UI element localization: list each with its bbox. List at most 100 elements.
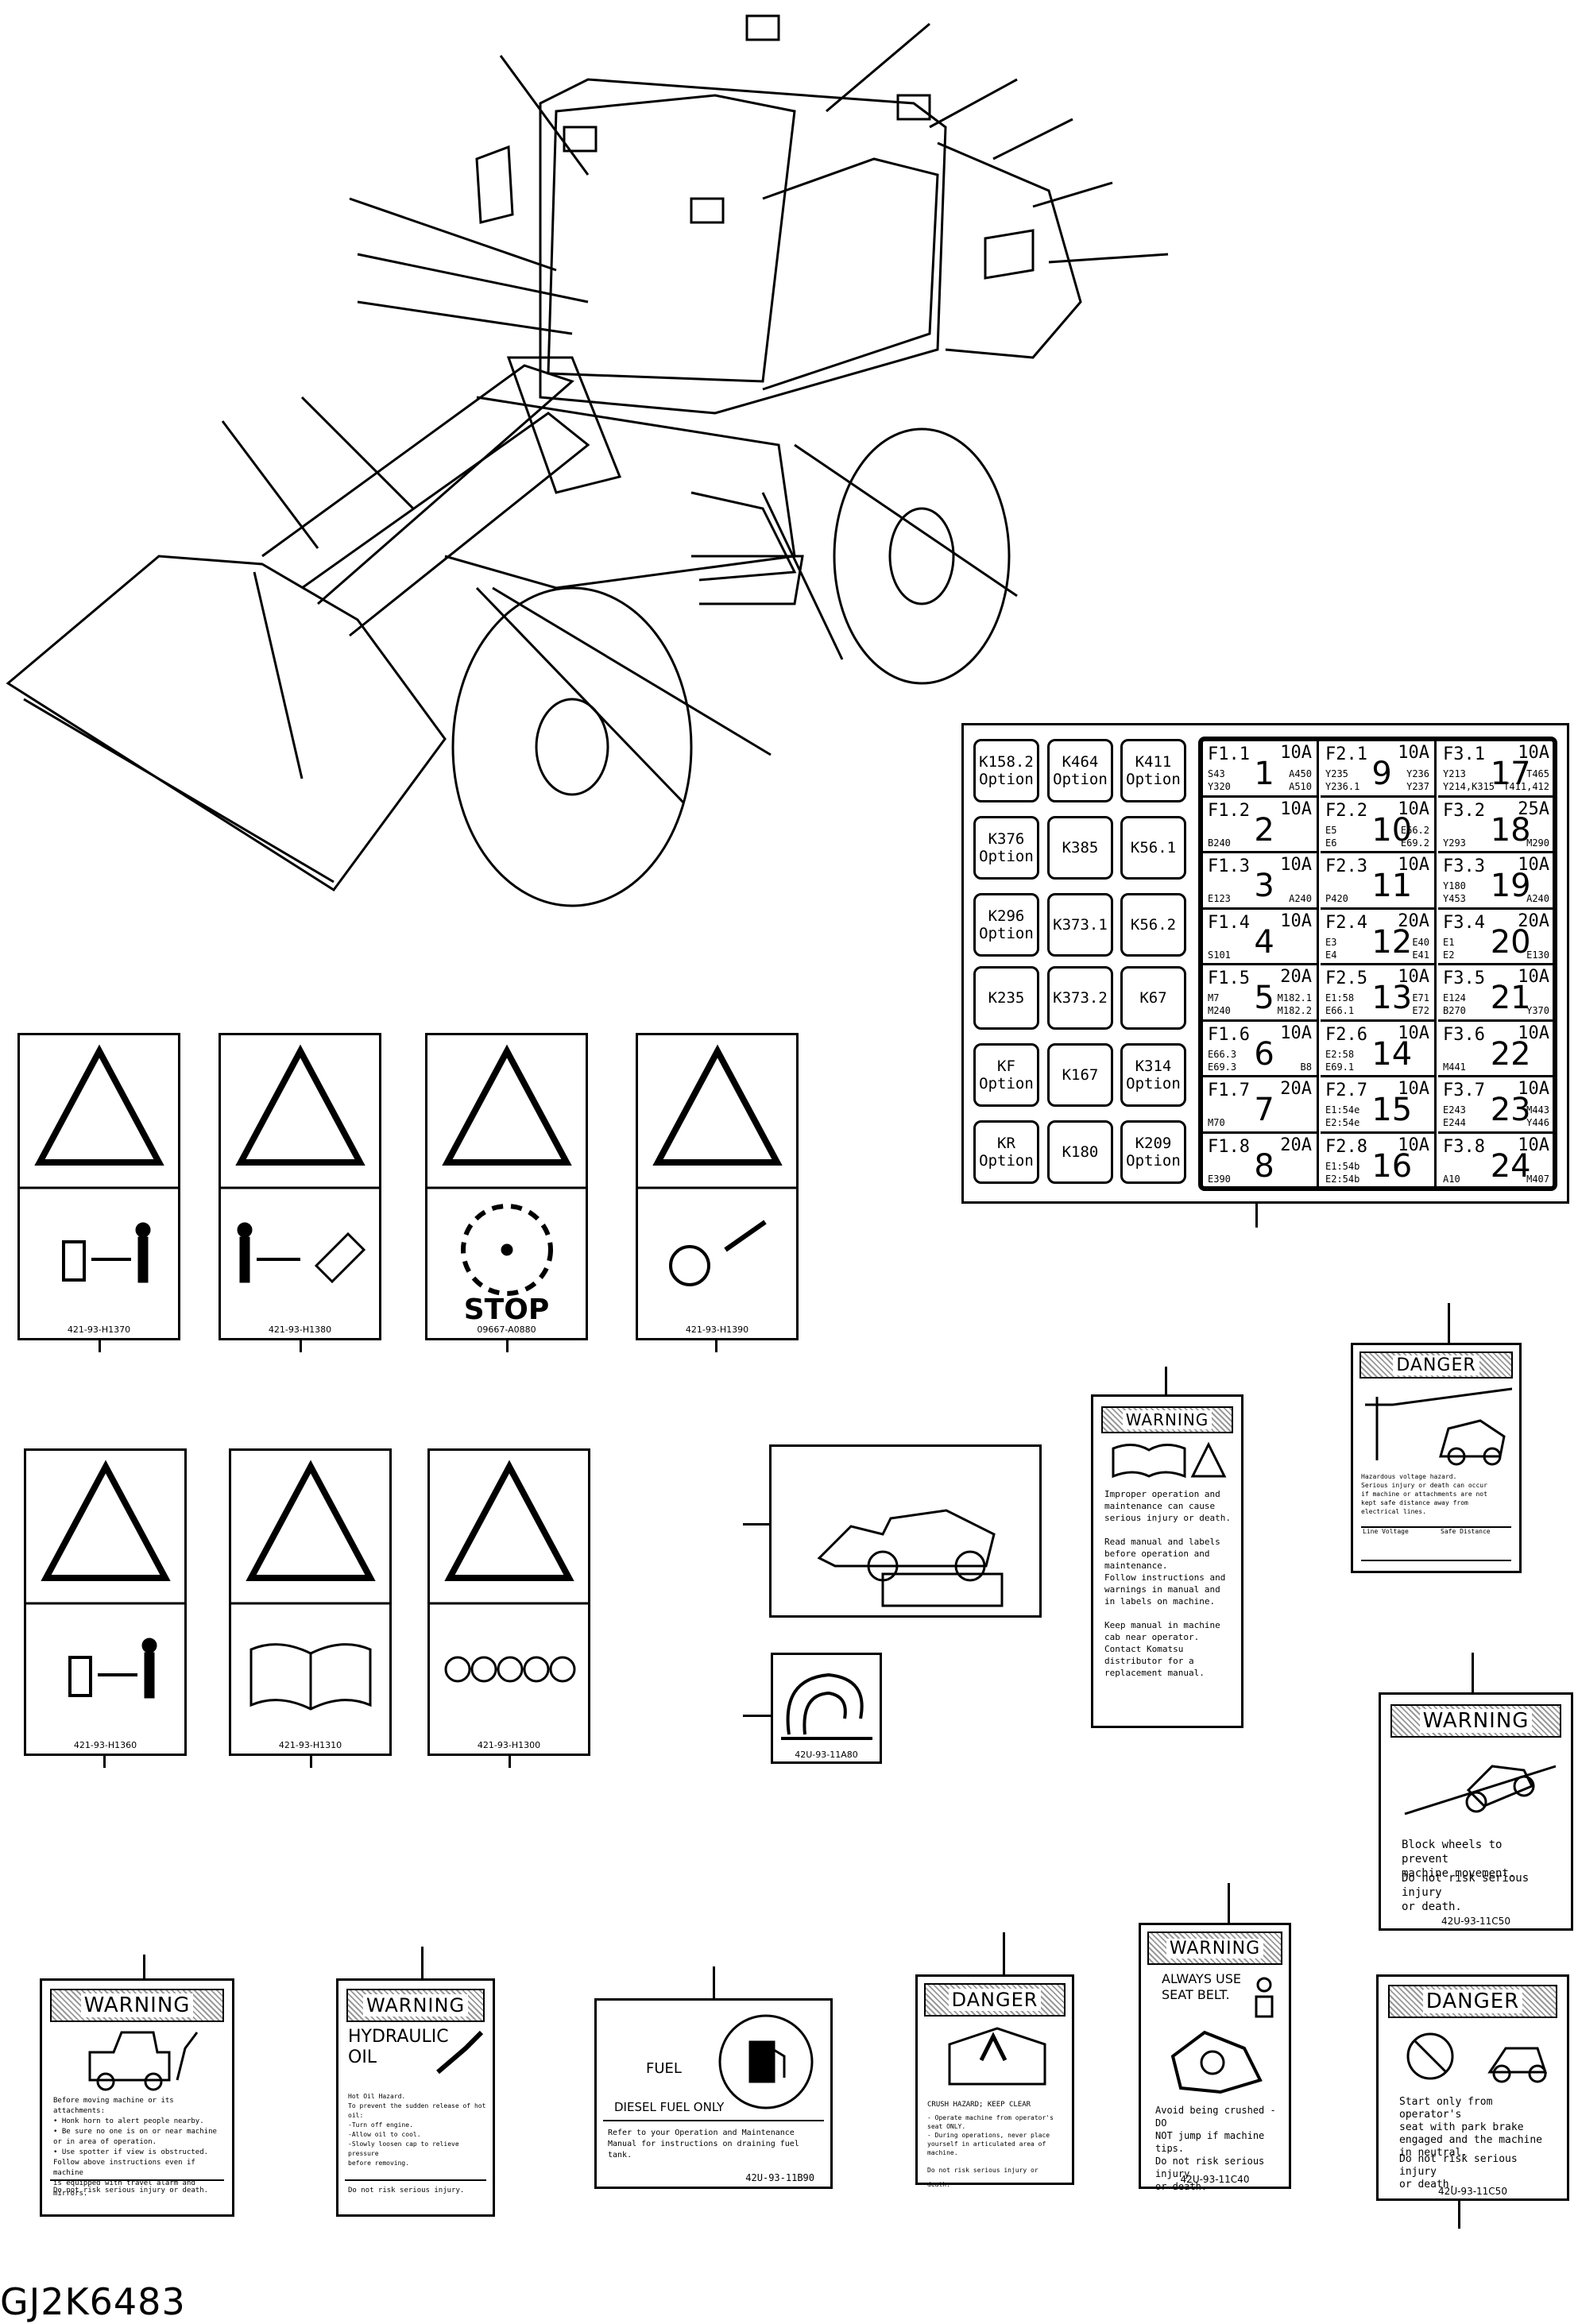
fuse-l1: E1:54b (1325, 1160, 1360, 1172)
fuse-l2: B240 (1208, 837, 1231, 849)
fuse-num: 6 (1254, 1035, 1274, 1073)
relay-cell: KF Option (973, 1043, 1039, 1107)
machine-icon (88, 2031, 171, 2082)
danger-crush-title: CRUSH HAZARD; KEEP CLEAR (927, 2101, 1031, 2109)
decal-code: 42U-93-11C50 (1441, 1916, 1510, 1927)
fuse-id: F3.5 (1443, 969, 1485, 988)
fuse-l2: E123 (1208, 893, 1231, 904)
fuse-num: 12 (1371, 923, 1413, 961)
fuse-id: F3.7 (1443, 1081, 1485, 1100)
fuse-r1: M443 (1526, 1104, 1549, 1116)
fuse-id: F2.3 (1325, 857, 1367, 876)
relay-cell: K158.2 Option (973, 739, 1039, 802)
oil-spray-icon (436, 2030, 484, 2075)
warning-header: WARNING (346, 1989, 485, 2022)
relay-cell: K411 Option (1120, 739, 1186, 802)
fuse-l2: M441 (1443, 1061, 1466, 1073)
fuse-l2: Y214,K315 (1443, 781, 1495, 792)
manual-book-icon (249, 1643, 372, 1711)
fuse-amp: 20A (1280, 1079, 1312, 1099)
fuse-l1: Y235 (1325, 768, 1348, 779)
fuse-r2: E72 (1412, 1005, 1429, 1016)
person-icon (979, 2032, 1008, 2062)
warning-symbols-icon (881, 1572, 1004, 1607)
decal-code: 09667-A0880 (477, 1324, 536, 1335)
relay-cell: K235 (973, 966, 1039, 1030)
fuse-id: F2.8 (1325, 1136, 1367, 1157)
fuse-amp: 20A (1280, 967, 1312, 987)
hazard-triangle-icon (41, 1460, 171, 1581)
rotating-fan-icon (461, 1204, 553, 1296)
fuse-num: 18 (1490, 811, 1531, 849)
pictogram-decal-7: 421-93-H1300 (427, 1448, 590, 1756)
relay-cell: K464 Option (1047, 739, 1113, 802)
fuse-amp: 20A (1518, 911, 1549, 931)
fuse-r1: E71 (1412, 992, 1429, 1003)
decal-code: 421-93-H1390 (685, 1324, 749, 1335)
fuse-id: F2.4 (1325, 912, 1367, 933)
relay-cell: KR Option (973, 1120, 1039, 1184)
warning-hydraulic-footer: Do not risk serious injury. (348, 2187, 465, 2194)
decal-code: 421-93-H1300 (477, 1740, 541, 1750)
fuse-l1: E1:54e (1325, 1104, 1360, 1116)
warning-moving-text: Before moving machine or its attachments… (53, 2097, 217, 2198)
fuse-r2: T411,412 (1503, 781, 1549, 792)
person-icon (137, 1236, 149, 1283)
fuse-num: 7 (1254, 1092, 1274, 1128)
fuse-num: 16 (1371, 1147, 1413, 1185)
fuse-r2: A240 (1526, 893, 1549, 904)
fuse-l1: Y213 (1443, 768, 1466, 779)
fuse-id: F1.7 (1208, 1081, 1250, 1100)
crush-hazard-icon (948, 2027, 1046, 2086)
pictogram-decal-2: 421-93-H1380 (219, 1033, 381, 1340)
warning-header: WARNING (1390, 1704, 1561, 1738)
relay-cell: K314 Option (1120, 1043, 1186, 1107)
relay-cell: K180 (1047, 1120, 1113, 1184)
fuse-num: 15 (1371, 1092, 1413, 1128)
warning-header: WARNING (1147, 1932, 1282, 1965)
relay-cell: K56.2 (1120, 893, 1186, 957)
fuse-l2: Y236.1 (1325, 781, 1360, 792)
fuse-l2: E69.1 (1325, 1061, 1355, 1073)
fuel-text: Refer to your Operation and Maintenance … (608, 2129, 799, 2160)
danger-powerline-decal: DANGER Hazardous voltage hazard. Serious… (1351, 1343, 1522, 1573)
fuse-l1: E66.3 (1208, 1048, 1237, 1060)
fuse-l1: Y180 (1443, 880, 1466, 891)
fuse-amp: 10A (1518, 1079, 1549, 1099)
relay-cell: K373.2 (1047, 966, 1113, 1030)
figure-id: GJ2K6483 (0, 2280, 186, 2323)
fuse-l1: E1:58 (1325, 992, 1355, 1003)
fuse-r2: A240 (1289, 893, 1312, 904)
warning-header: WARNING (1101, 1406, 1233, 1433)
seatbelt-title: ALWAYS USE SEAT BELT. (1162, 1971, 1242, 2002)
danger-seat-footer: Do not risk serious injury or death. (1399, 2153, 1518, 2191)
tipping-machine-icon (1170, 2030, 1263, 2094)
bucket-icon (314, 1232, 366, 1284)
articulation-decal (769, 1444, 1042, 1618)
fuse-l2: E66.1 (1325, 1005, 1355, 1016)
fuse-r2: Y237 (1406, 781, 1429, 792)
fuse-amp: 10A (1398, 855, 1429, 875)
fuse-id: F1.2 (1208, 800, 1250, 821)
hazard-triangle-icon (34, 1044, 164, 1166)
warning-block-wheels-decal: WARNING Block wheels to prevent machine … (1379, 1692, 1573, 1931)
decal-code: 42U-93-11B90 (745, 2172, 814, 2183)
fuse-r2: M290 (1526, 837, 1549, 849)
fuse-l1: S43 (1208, 768, 1225, 779)
decal-code: 421-93-H1360 (73, 1740, 137, 1750)
fuse-amp: 10A (1280, 799, 1312, 819)
fuse-l2: E390 (1208, 1173, 1231, 1185)
pictogram-decal-6: 421-93-H1310 (229, 1448, 392, 1756)
fuse-l2: E69.3 (1208, 1061, 1237, 1073)
fuse-l2: Y320 (1208, 781, 1231, 792)
danger-header: DANGER (1388, 1985, 1557, 2018)
fuse-r1: E66.2 (1400, 824, 1429, 836)
